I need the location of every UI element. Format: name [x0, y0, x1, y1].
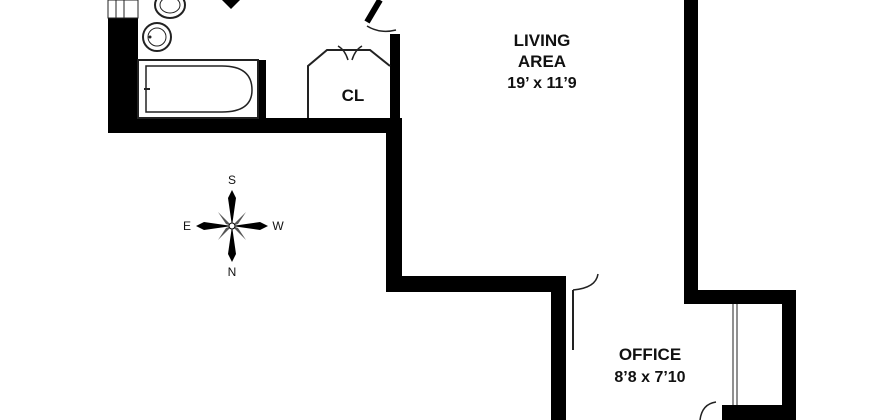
- office-label: OFFICE 8’8 x 7’10: [614, 345, 685, 386]
- closet-door-arc-left: [337, 45, 349, 61]
- compass-rose-icon: S N E W: [183, 173, 284, 279]
- living-area-dimensions: 19’ x 11’9: [507, 75, 577, 92]
- closet-label: CL: [342, 86, 365, 105]
- compass-east-label: E: [183, 219, 191, 233]
- closet-outline: [307, 49, 391, 118]
- compass-arm-west: [232, 222, 268, 230]
- compass-south-label: S: [228, 173, 236, 187]
- compass-center: [228, 222, 236, 230]
- compass-arm-south: [228, 190, 236, 226]
- bathroom-south-wall: [108, 118, 400, 133]
- toilet-seat: [159, 0, 181, 14]
- living-east-wall: [684, 0, 698, 304]
- entry-door: [364, 0, 397, 33]
- office-name: OFFICE: [619, 345, 681, 364]
- sink-drain: [148, 35, 152, 39]
- entry-door-swing-arc: [366, 25, 397, 33]
- living-west-wall-lower: [386, 118, 402, 292]
- office-door: [572, 273, 599, 350]
- closet-east-wall: [390, 34, 400, 132]
- office-door-swing-arc: [572, 273, 599, 291]
- bathroom-west-wall: [108, 0, 138, 133]
- sink-icon: [142, 22, 172, 52]
- compass-diag-1: [218, 212, 232, 226]
- toilet-icon: [154, 0, 186, 19]
- living-area-name-line2: AREA: [518, 52, 566, 71]
- living-area-label: LIVING AREA 19’ x 11’9: [507, 31, 577, 92]
- compass-arm-north: [228, 226, 236, 262]
- compass-west-label: W: [272, 219, 284, 233]
- office-window-arc: [699, 401, 717, 420]
- office-north-wall-east: [684, 290, 796, 304]
- closet: CL: [307, 34, 400, 132]
- compass-diag-2: [232, 212, 246, 226]
- office-window: [699, 304, 782, 420]
- office-east-wall: [782, 290, 796, 420]
- living-area-walls: [386, 0, 796, 420]
- compass-diag-4: [232, 226, 246, 240]
- sink-basin-inner: [147, 27, 167, 47]
- living-area-name-line1: LIVING: [514, 31, 571, 50]
- bathroom-east-wall: [258, 60, 266, 122]
- fixture-diamond-icon: [222, 0, 240, 9]
- office-west-wall: [551, 276, 566, 420]
- bathtub-icon: [137, 59, 259, 119]
- office-dimensions: 8’8 x 7’10: [614, 369, 685, 386]
- bathtub-inner: [145, 65, 253, 113]
- bathroom-towel-bar: [107, 0, 139, 19]
- office-window-sill: [722, 405, 782, 420]
- compass-diag-3: [218, 226, 232, 240]
- entry-door-leaf: [364, 0, 383, 24]
- compass-arm-east: [196, 222, 232, 230]
- office-north-wall-west: [386, 276, 566, 292]
- closet-door-arc-right: [351, 45, 363, 61]
- compass-north-label: N: [228, 265, 237, 279]
- bathroom: [107, 0, 400, 133]
